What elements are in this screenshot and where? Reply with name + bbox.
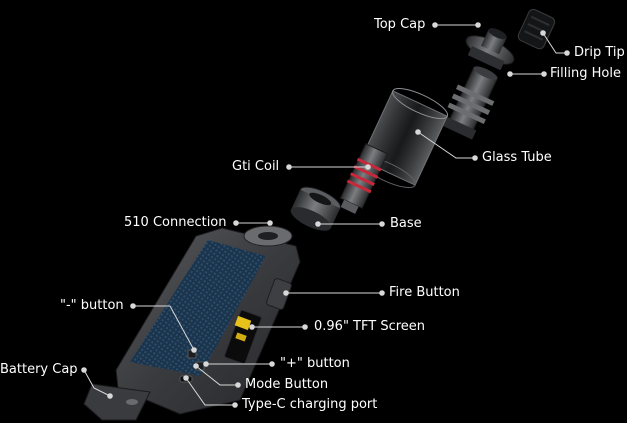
label-filling-hole: Filling Hole <box>550 66 621 81</box>
drip-tip-part <box>517 8 556 50</box>
leader-battery-cap <box>81 367 113 399</box>
leader-filling-hole <box>507 71 547 77</box>
leader-mode-button <box>193 363 241 388</box>
leader-drip-tip <box>540 30 570 56</box>
battery-cap-part <box>83 383 151 421</box>
label-minus-button: "-" button <box>60 298 124 313</box>
leader-tft-screen <box>249 324 308 330</box>
label-top-cap: Top Cap <box>374 17 426 32</box>
leader-510-connection <box>233 220 273 226</box>
base-part <box>290 186 341 231</box>
label-base: Base <box>390 216 422 231</box>
leader-glass-tube <box>415 129 478 161</box>
label-fire-button: Fire Button <box>389 285 460 300</box>
gti-coil-part <box>339 143 389 214</box>
leader-gti-coil <box>286 164 371 170</box>
leader-lines <box>81 22 570 408</box>
label-tft-screen: 0.96" TFT Screen <box>314 319 426 334</box>
top-cap-part <box>465 28 515 71</box>
label-510-connection: 510 Connection <box>124 215 227 230</box>
label-gti-coil: Gti Coil <box>232 159 280 174</box>
leader-base <box>315 221 385 227</box>
leader-type-c-port <box>183 375 238 408</box>
label-mode-button: Mode Button <box>245 377 329 392</box>
leader-plus-button <box>203 361 275 367</box>
label-type-c-port: Type-C charging port <box>242 397 378 412</box>
mod-body-part <box>115 225 301 415</box>
label-drip-tip: Drip Tip <box>574 45 625 60</box>
leader-top-cap <box>432 22 481 28</box>
label-plus-button: "+" button <box>280 356 350 371</box>
leader-minus-button <box>130 303 197 353</box>
label-battery-cap: Battery Cap <box>0 362 78 377</box>
filling-hole-part <box>443 66 498 140</box>
label-glass-tube: Glass Tube <box>482 150 552 165</box>
leader-fire-button <box>283 290 385 296</box>
